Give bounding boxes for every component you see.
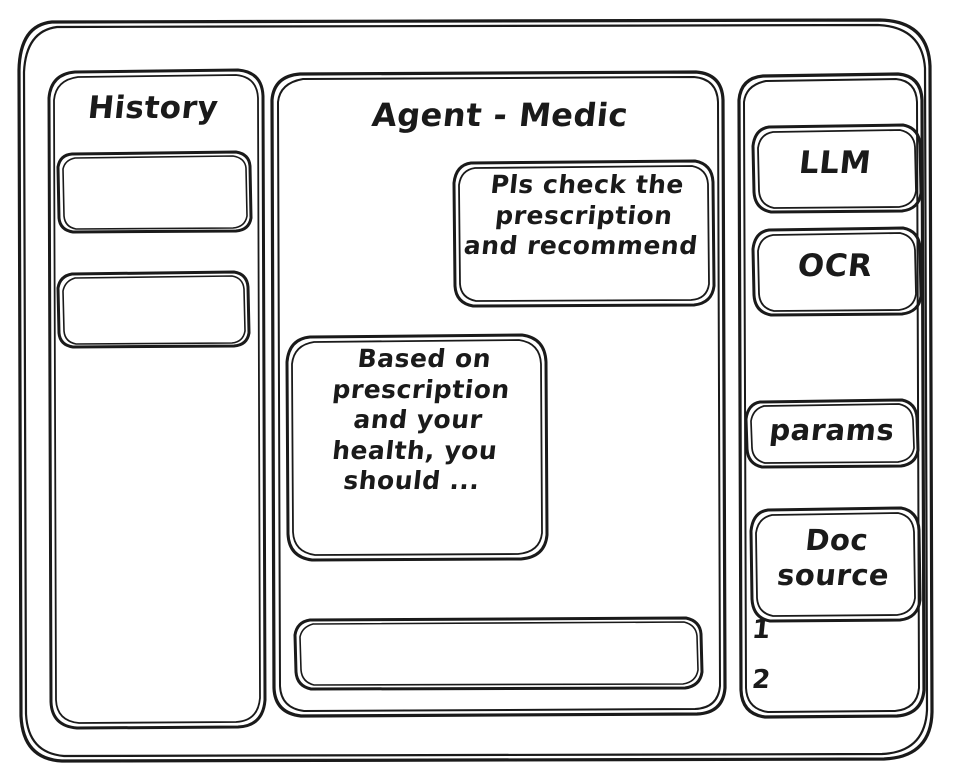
main-panel-stroke	[270, 70, 727, 718]
tools-panel-stroke	[737, 72, 926, 719]
composer-input-stroke	[293, 616, 704, 691]
app-window-frame-stroke	[17, 18, 934, 763]
ocr-block[interactable]	[753, 228, 921, 315]
history-item-1[interactable]	[58, 152, 251, 232]
composer-input[interactable]	[295, 618, 702, 689]
user-message-bubble-stroke	[452, 159, 716, 308]
agent-title: Agent - Medic	[370, 96, 631, 134]
params-block[interactable]	[746, 400, 918, 467]
llm-block[interactable]	[753, 125, 921, 212]
history-panel-title: History	[86, 90, 221, 126]
llm-block-stroke	[751, 123, 923, 214]
history-item-2-stroke	[56, 270, 251, 349]
assistant-message-text: Based on prescription and your health, y…	[330, 344, 512, 495]
user-message-text: Pls check the prescription and recommend	[462, 170, 700, 260]
params-block-stroke	[744, 398, 920, 469]
doc-source-item-2[interactable]: 2	[750, 665, 773, 695]
assistant-message-bubble-stroke	[285, 333, 549, 562]
doc-source-block-stroke	[749, 506, 922, 623]
history-item-2[interactable]	[58, 272, 249, 347]
doc-source-block[interactable]	[751, 508, 920, 621]
ocr-block-stroke	[751, 226, 923, 317]
history-item-1-stroke	[56, 150, 253, 234]
history-panel-stroke	[47, 68, 267, 730]
